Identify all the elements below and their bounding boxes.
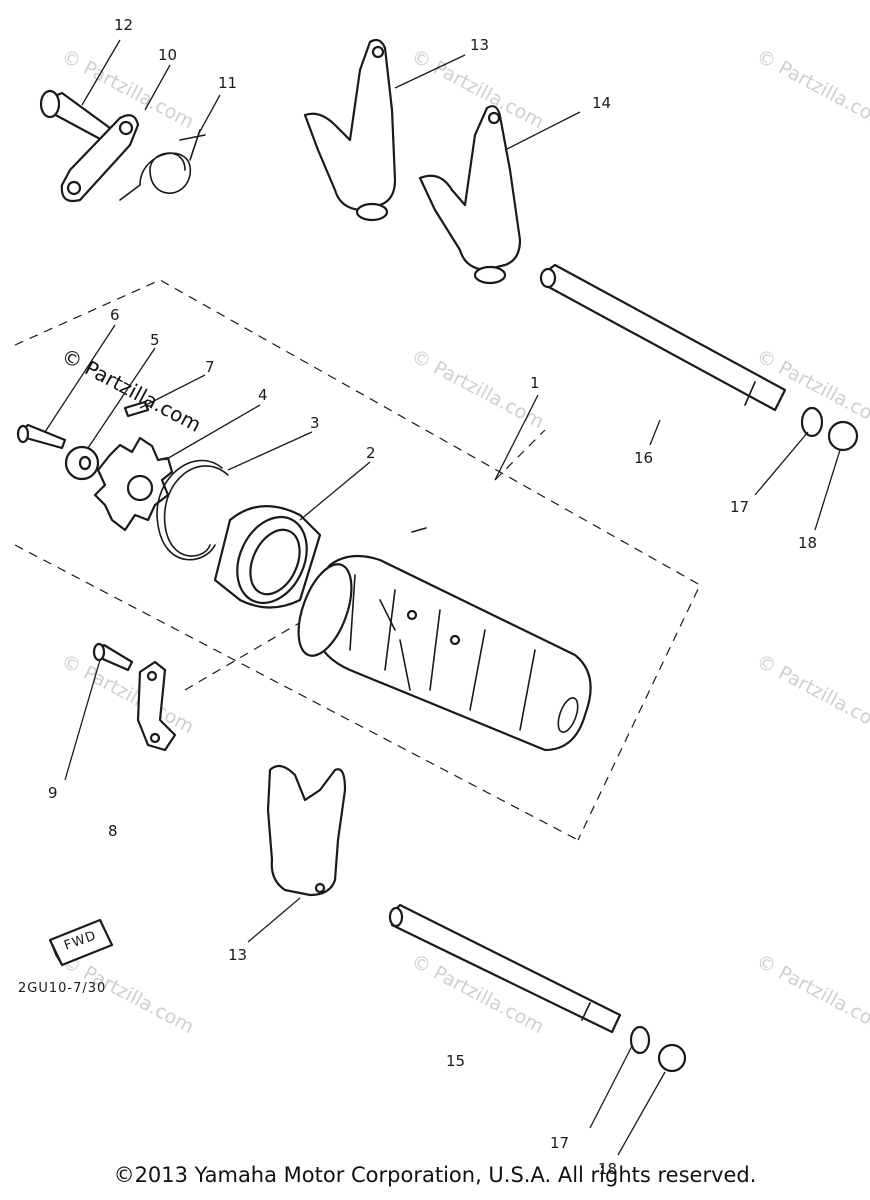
part-guide-bar-lower <box>388 903 622 1034</box>
part-shift-drum <box>297 554 592 752</box>
callout-11: 11 <box>218 74 237 92</box>
copyright-notice: ©2013 Yamaha Motor Corporation, U.S.A. A… <box>113 1163 757 1187</box>
part-bolt <box>39 89 112 142</box>
part-clip-and-washer-upper <box>800 406 859 452</box>
callout-1: 1 <box>530 374 540 392</box>
leader-lines <box>44 39 841 1156</box>
watermark: © Partzilla.com <box>408 345 548 433</box>
callout-4: 4 <box>258 386 268 404</box>
callout-3: 3 <box>310 414 320 432</box>
part-circlip <box>156 459 229 561</box>
part-segment <box>93 436 174 532</box>
part-stopper-plate <box>136 660 177 752</box>
part-guide-bar-upper <box>539 263 787 412</box>
callout-13-bottom: 13 <box>228 946 247 964</box>
part-shift-fork-bottom <box>266 764 347 897</box>
callout-5: 5 <box>150 331 160 349</box>
callout-18-top: 18 <box>798 534 817 552</box>
callout-8: 8 <box>108 822 118 840</box>
assembly-outline <box>14 279 701 841</box>
callouts: 12 10 11 13 14 6 5 7 4 3 2 1 16 17 18 9 … <box>48 16 817 1178</box>
callout-17-top: 17 <box>730 498 749 516</box>
part-small-pin <box>123 400 150 418</box>
callout-12: 12 <box>114 16 133 34</box>
part-shift-fork-right <box>418 105 522 285</box>
watermark-layer: © Partzilla.com © Partzilla.com © Partzi… <box>58 45 870 1038</box>
callout-9: 9 <box>48 784 58 802</box>
callout-10: 10 <box>158 46 177 64</box>
callout-14: 14 <box>592 94 611 112</box>
callout-18-bottom: 18 <box>598 1160 617 1178</box>
fwd-symbol: FWD <box>48 918 114 967</box>
center-mark <box>411 527 427 533</box>
drawing-code: 2GU10-7/30 <box>18 981 106 996</box>
part-bearing <box>213 505 322 609</box>
callout-15: 15 <box>446 1052 465 1070</box>
callout-7: 7 <box>205 358 215 376</box>
watermark-prominent: © Partzilla.com <box>58 343 206 437</box>
callout-16: 16 <box>634 449 653 467</box>
watermark: © Partzilla.com <box>753 650 870 738</box>
part-washer <box>64 445 100 481</box>
watermark: © Partzilla.com <box>753 950 870 1038</box>
part-pin-top <box>16 423 67 450</box>
part-shift-fork-top <box>303 38 397 222</box>
part-clip-and-washer-lower <box>629 1025 687 1073</box>
part-lever-plate <box>60 114 140 203</box>
part-pin-lower <box>92 642 134 672</box>
watermark: © Partzilla.com <box>408 45 548 133</box>
callout-13-top: 13 <box>470 36 489 54</box>
callout-17-bottom: 17 <box>550 1134 569 1152</box>
callout-2: 2 <box>366 444 376 462</box>
watermark: © Partzilla.com <box>753 45 870 133</box>
callout-6: 6 <box>110 306 120 324</box>
